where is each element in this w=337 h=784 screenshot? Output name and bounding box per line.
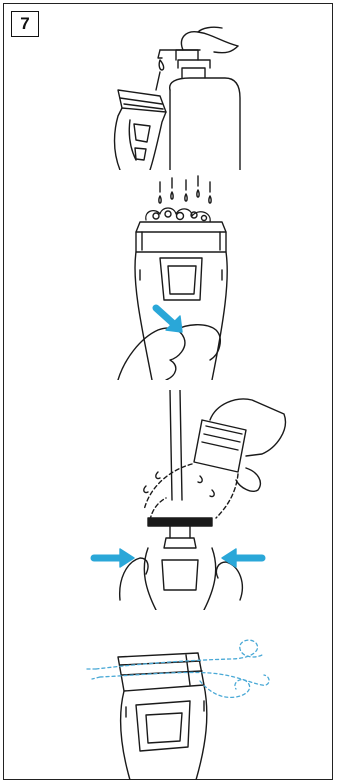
- rinse-under-water-icon: [0, 390, 337, 610]
- air-dry-shaver-icon: [0, 635, 337, 780]
- air-flow: [86, 640, 269, 697]
- apply-cleaning-soap-icon: [0, 20, 337, 170]
- foam-shaver-head-icon: [0, 170, 337, 380]
- water-drops: [159, 176, 211, 203]
